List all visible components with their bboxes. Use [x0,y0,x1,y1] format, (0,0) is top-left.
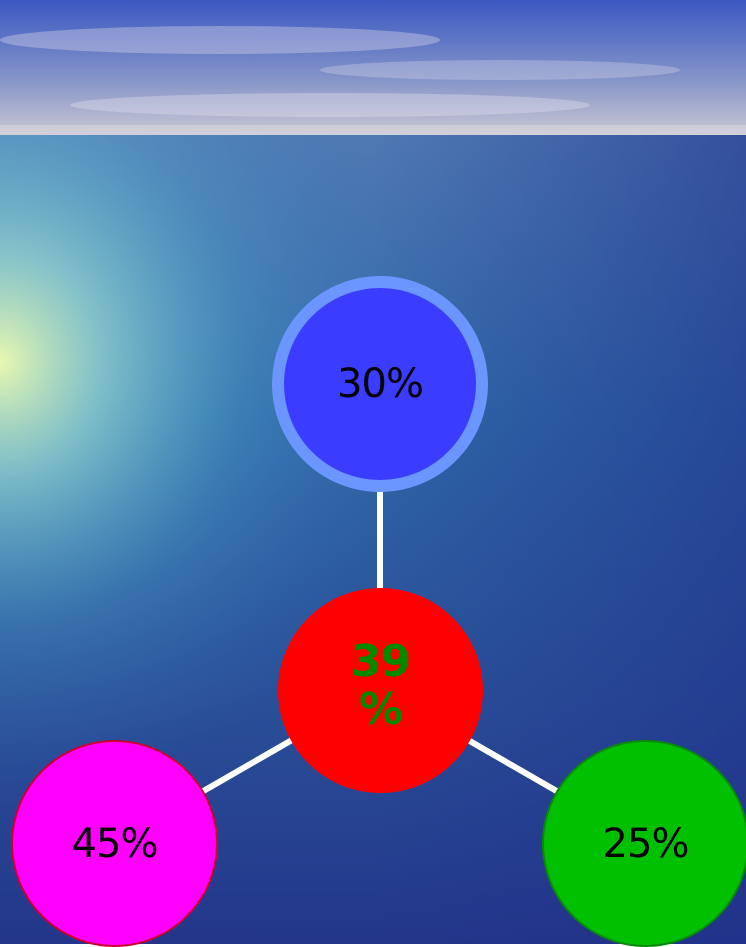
center-node-circle: 39 % [278,588,483,793]
left-node-circle: 45% [11,740,218,947]
right-node-label: 25% [602,820,690,867]
top-node-label: 30% [337,361,424,407]
connector-right [466,737,562,796]
right-node-circle: 25% [542,740,746,947]
center-node-label: 39 % [350,635,411,735]
left-node-label: 45% [71,820,159,867]
top-node-circle: 30% [272,276,488,492]
connector-left [198,737,294,796]
